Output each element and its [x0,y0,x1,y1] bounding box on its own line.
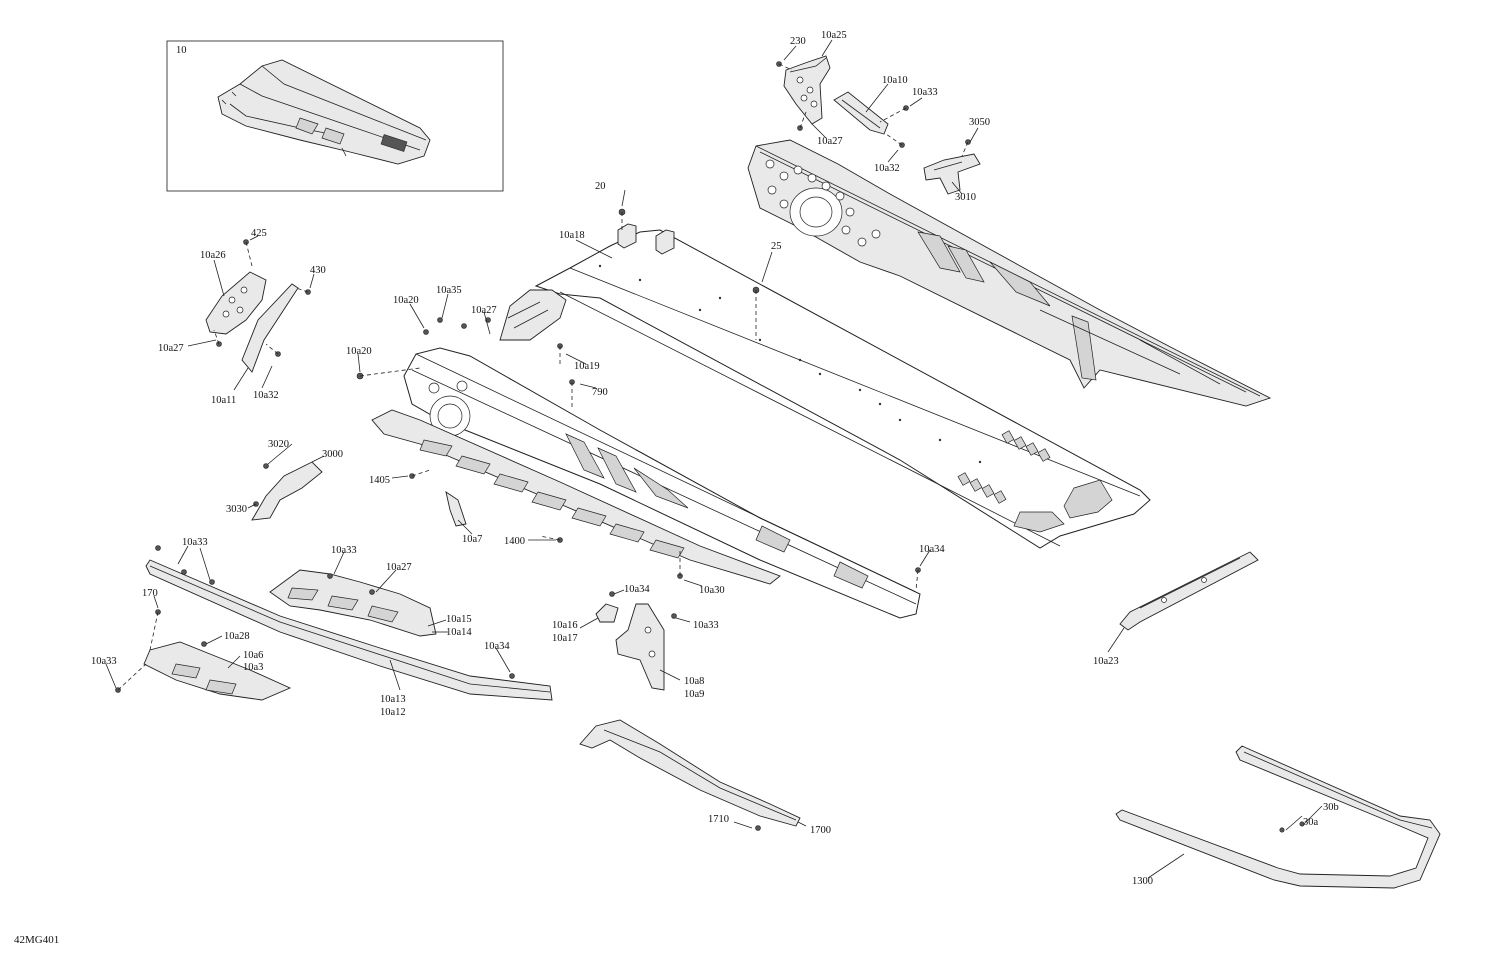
label-10a14: 10a14 [446,627,472,638]
label-170: 170 [142,588,158,599]
bracket-10a8 [615,603,665,691]
label-425: 425 [251,228,267,239]
label-10a27-top-right: 10a27 [817,136,843,147]
label-790: 790 [592,387,608,398]
tunnel-right-side-panel [747,139,1272,407]
label-10a23: 10a23 [1093,656,1119,667]
label-10a3: 10a3 [243,662,263,673]
footrest-bracket-left [205,271,299,373]
rail-1700 [579,719,801,831]
label-10a32-left: 10a32 [253,390,279,401]
label-10a20-left: 10a20 [346,346,372,357]
tunnel-left-side-panel [403,347,921,619]
front-cap-10a18 [499,289,567,341]
label-10a17: 10a17 [552,633,578,644]
rear-bracket-10a23 [1119,551,1259,631]
label-10a34-b: 10a34 [624,584,650,595]
cooler-inlets-top [617,223,675,255]
label-10a33-c: 10a33 [91,656,117,667]
fasteners-front [115,545,515,693]
label-10a9: 10a9 [684,689,704,700]
label-1400: 1400 [504,536,525,547]
label-1710: 1710 [708,814,729,825]
label-10a11: 10a11 [211,395,236,406]
label-20: 20 [595,181,606,192]
label-10a19: 10a19 [574,361,600,372]
assembly-overview-inset: 10 [166,40,504,192]
label-10a30: 10a30 [699,585,725,596]
label-10a27-bottom: 10a27 [386,562,412,573]
label-25: 25 [771,241,782,252]
label-3010: 3010 [955,192,976,203]
label-10a27-mid: 10a27 [471,305,497,316]
label-10a16: 10a16 [552,620,578,631]
label-10a34-c: 10a34 [919,544,945,555]
label-3000: 3000 [322,449,343,460]
support-bracket-10a10 [833,91,889,135]
label-10a25: 10a25 [821,30,847,41]
support-frame-10a15 [269,569,437,637]
label-10a10: 10a10 [882,75,908,86]
label-430: 430 [310,265,326,276]
label-10a26: 10a26 [200,250,226,261]
label-30a: 30a [1303,817,1319,828]
running-board-left [371,409,781,585]
label-230: 230 [790,36,806,47]
label-1700: 1700 [810,825,831,836]
label-1300: 1300 [1132,876,1153,887]
label-10a33-a: 10a33 [182,537,208,548]
label-10a7: 10a7 [462,534,482,545]
label-30b: 30b [1323,802,1339,813]
label-10a33-d: 10a33 [693,620,719,631]
inset-label: 10 [176,45,187,56]
label-10a12: 10a12 [380,707,406,718]
label-3030: 3030 [226,504,247,515]
label-10a27-left: 10a27 [158,343,184,354]
fasteners-top-right [776,61,971,157]
diagram-code: 42MG401 [14,934,59,946]
plate-10a7 [445,491,467,527]
plate-10a6 [143,641,292,701]
label-10a8: 10a8 [684,676,704,687]
slots-rear-top [957,430,1051,504]
label-3050: 3050 [969,117,990,128]
lightening-holes-right-panel [765,159,881,247]
callout-labels: 230 10a25 10a10 10a33 10a27 10a32 3050 3… [91,30,1339,887]
front-bar-10a13 [145,559,553,701]
fasteners-center [356,208,921,591]
label-10a13: 10a13 [380,694,406,705]
label-10a20-top: 10a20 [393,295,419,306]
label-3020: 3020 [268,439,289,450]
rear-bumper-1300 [1115,745,1441,889]
tunnel-top-panel [534,223,1151,549]
leader-lines [105,39,1323,879]
label-10a33-top-right: 10a33 [912,87,938,98]
fasteners-left [213,239,311,357]
label-10a28: 10a28 [224,631,250,642]
label-10a15: 10a15 [446,614,472,625]
cover-10a16 [595,591,677,623]
label-10a6: 10a6 [243,650,263,661]
label-10a32-top-right: 10a32 [874,163,900,174]
label-10a33-b: 10a33 [331,545,357,556]
label-10a18: 10a18 [559,230,585,241]
label-10a34-a: 10a34 [484,641,510,652]
bracket-3010 [923,153,981,195]
label-1405: 1405 [369,475,390,486]
inset-assembly-drawing [217,59,431,165]
label-10a35: 10a35 [436,285,462,296]
footrest-bracket-right [783,55,831,125]
bracket-3000 [251,461,323,521]
